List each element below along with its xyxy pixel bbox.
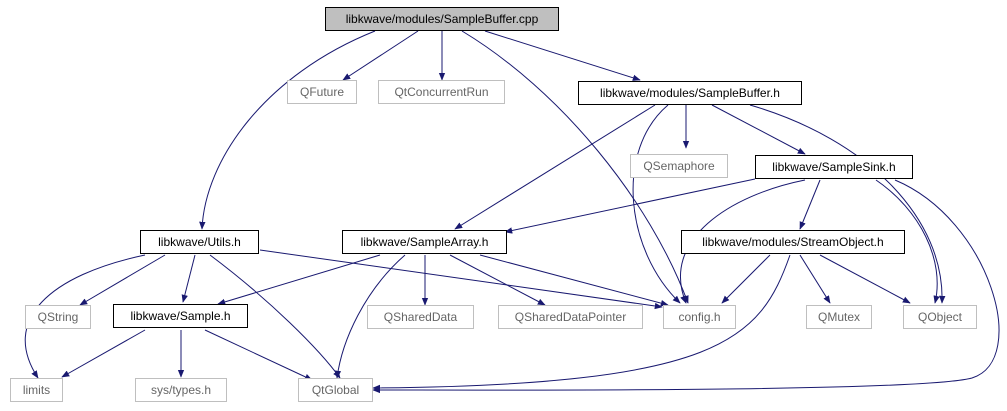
node-qmutex: QMutex [806, 305, 872, 329]
node-samplebuffer-cpp: libkwave/modules/SampleBuffer.cpp [325, 7, 559, 31]
node-utils-h[interactable]: libkwave/Utils.h [140, 230, 259, 254]
edge-sample-h-to-qtglobal [204, 329, 313, 381]
edge-main-to-config-h [461, 30, 689, 304]
edge-samplebuffer-h-to-samplearray-h [454, 104, 656, 230]
edge-samplebuffer-h-to-qobject [749, 104, 946, 304]
edge-samplesink-h-to-samplearray-h [504, 178, 756, 234]
edge-streamobject-h-to-qobject [819, 254, 911, 304]
node-sample-h[interactable]: libkwave/Sample.h [113, 304, 248, 328]
edge-samplearray-h-to-config-h [479, 254, 669, 307]
node-qtconcurrentrun: QtConcurrentRun [378, 80, 505, 104]
edge-samplebuffer-h-to-config-h [632, 104, 681, 304]
node-streamobject-h[interactable]: libkwave/modules/StreamObject.h [681, 230, 905, 254]
node-qshareddatapointer: QSharedDataPointer [498, 305, 643, 329]
edge-samplearray-h-to-qtglobal [334, 254, 406, 379]
edge-utils-h-to-config-h [259, 249, 663, 310]
edge-utils-h-to-sample-h [181, 254, 196, 303]
edge-streamobject-h-to-qtglobal [372, 254, 791, 392]
node-systypes-h: sys/types.h [135, 378, 227, 402]
edge-samplesink-h-to-qobject [875, 179, 940, 304]
node-qfuture: QFuture [287, 80, 357, 104]
edge-streamobject-h-to-config-h [721, 254, 771, 304]
node-qsemaphore: QSemaphore [630, 154, 728, 178]
edge-samplearray-h-to-sample-h [217, 254, 381, 305]
edge-samplesink-h-to-config-h [680, 179, 806, 304]
node-config-h: config.h [663, 305, 736, 329]
node-qstring: QString [25, 305, 91, 329]
edge-samplesink-h-to-streamobject-h [799, 179, 821, 230]
edge-samplesink-h-to-qtglobal [372, 179, 1000, 394]
node-limits: limits [10, 378, 63, 402]
node-qtglobal: QtGlobal [298, 378, 373, 402]
edge-utils-h-to-qtglobal [209, 254, 341, 379]
node-samplesink-h[interactable]: libkwave/SampleSink.h [755, 155, 913, 179]
node-samplearray-h[interactable]: libkwave/SampleArray.h [342, 230, 507, 254]
edge-main-to-samplebuffer-h [484, 30, 641, 81]
edge-streamobject-h-to-qmutex [799, 254, 831, 304]
edge-samplearray-h-to-qshareddatapointer [449, 254, 546, 306]
edge-main-to-qfuture [342, 30, 419, 81]
node-qobject: QObject [903, 305, 977, 329]
node-samplebuffer-h[interactable]: libkwave/modules/SampleBuffer.h [578, 81, 802, 105]
node-qshareddata: QSharedData [367, 305, 474, 329]
edge-main-to-utils-h [199, 30, 376, 230]
edge-utils-h-to-qstring [79, 254, 166, 306]
edge-sample-h-to-limits [61, 329, 146, 378]
edge-utils-h-to-limits [24, 254, 146, 379]
edge-samplebuffer-h-to-samplesink-h [711, 104, 806, 155]
